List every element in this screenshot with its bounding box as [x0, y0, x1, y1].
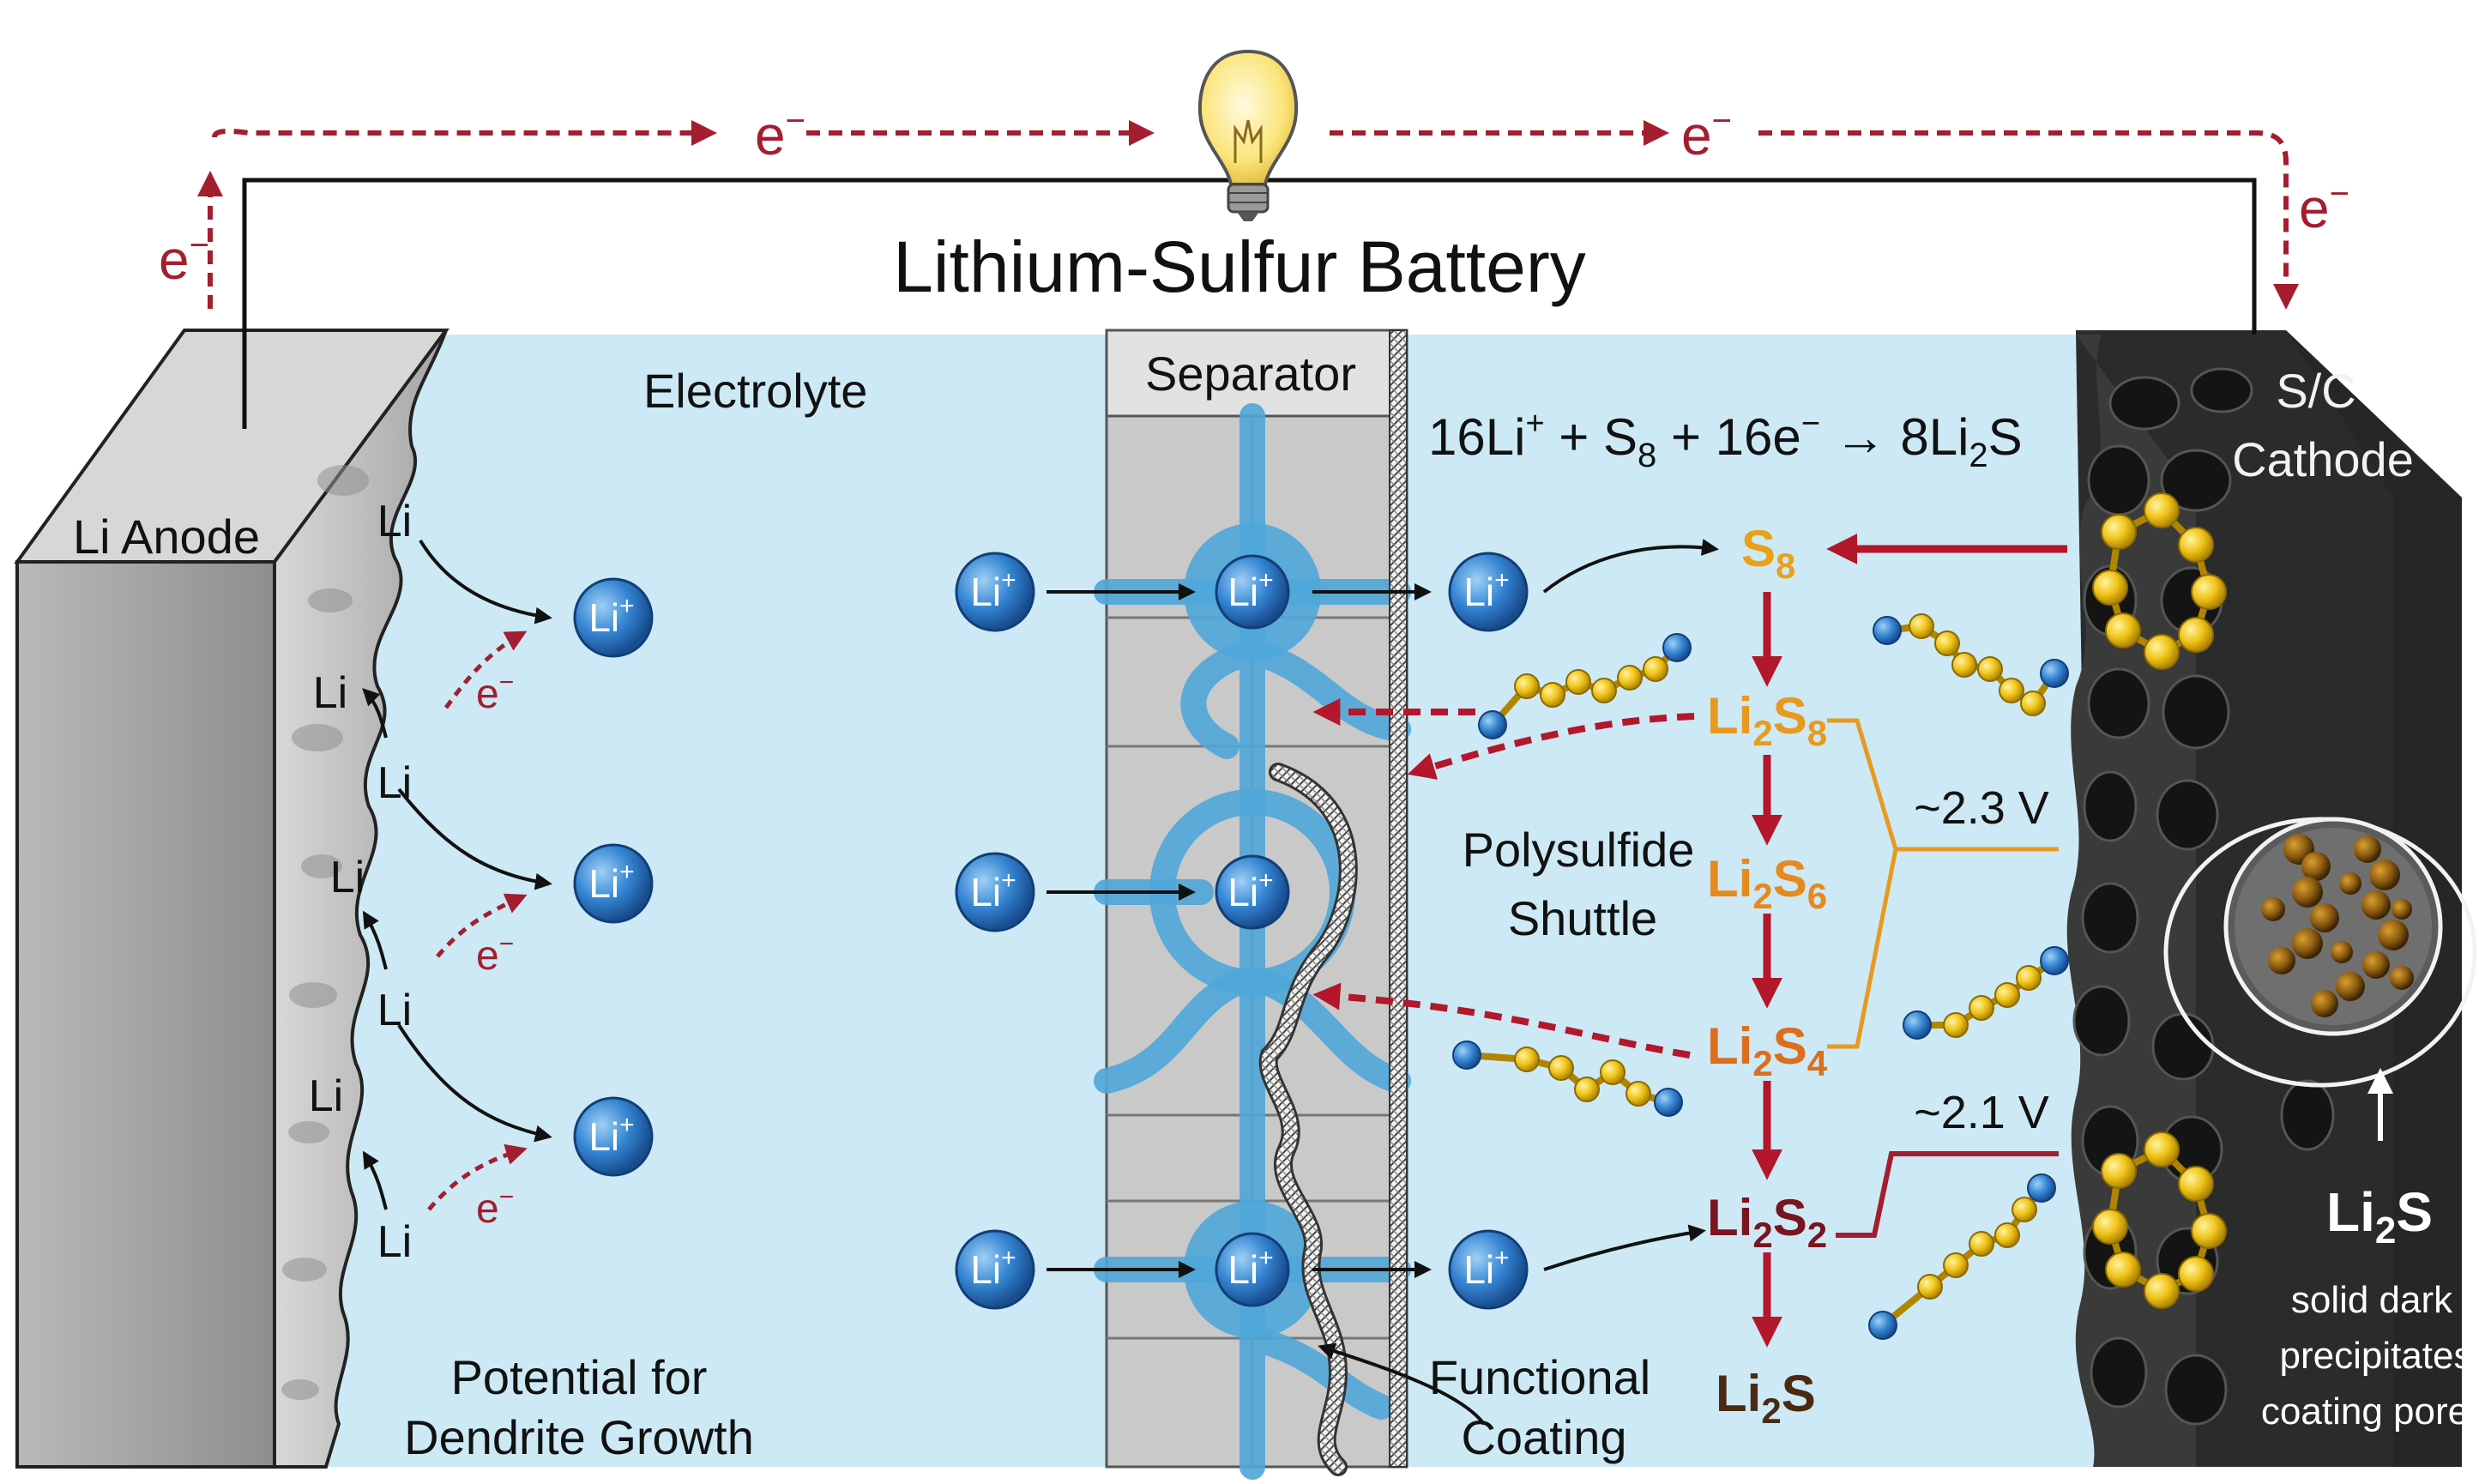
shuttle-label-line1: Polysulfide — [1463, 823, 1695, 877]
electron-label-right: e− — [2299, 175, 2349, 239]
light-bulb-icon — [1197, 49, 1299, 221]
polysulfide-chain-molecule — [1903, 946, 2069, 1040]
anode-li-atom: Li — [330, 853, 365, 902]
svg-text:Li+: Li+ — [970, 566, 1016, 614]
lithium-ion: Li+ — [1448, 1229, 1529, 1310]
anode-li-atom: Li — [313, 668, 347, 718]
lithium-ion: Li+ — [573, 577, 654, 658]
voltage-bracket-2-3v — [1827, 718, 2059, 1049]
sc-cathode — [2066, 330, 2477, 1467]
anode-electron-label-2: e− — [476, 930, 514, 979]
anode-li-atom: Li — [377, 497, 412, 546]
species-li2s8: Li2S8 — [1707, 687, 1827, 753]
polysulfide-shuttle-arrows — [1312, 698, 1695, 1059]
precipitate-label-line1: solid dark — [2291, 1279, 2453, 1321]
svg-text:Li+: Li+ — [588, 1111, 634, 1159]
diagram-title: Lithium-Sulfur Battery — [893, 226, 1586, 307]
electron-label-left: e− — [159, 226, 209, 291]
anode-oxidation — [362, 539, 552, 1211]
svg-text:Li+: Li+ — [588, 592, 634, 640]
lithium-ion: Li+ — [955, 852, 1035, 932]
species-li2s6: Li2S6 — [1707, 850, 1827, 916]
lithium-ion: Li+ — [573, 1096, 654, 1177]
coating-label-line2: Coating — [1461, 1410, 1626, 1464]
anode-electron-label-3: e− — [476, 1183, 514, 1232]
lithium-ion: Li+ — [1448, 552, 1529, 632]
s8-ring-molecule — [2092, 1131, 2227, 1309]
anode-li-atom: Li — [377, 1217, 412, 1267]
dendrite-label-line1: Potential for — [451, 1350, 708, 1404]
functional-coating-layer — [1389, 329, 1408, 1468]
anode-rough-surface — [273, 329, 448, 1469]
precipitate-label-line3: coating pores — [2261, 1390, 2479, 1433]
voltage-label-high: ~2.3 V — [1914, 782, 2049, 834]
lithium-ion: Li+ — [573, 843, 654, 924]
electrolyte-label: Electrolyte — [643, 364, 867, 418]
lithium-ions: Li+ Li+ Li+ Li+ Li+ Li+ Li+ Li+ Li+ Li+ Li+ — [573, 552, 1529, 1310]
svg-text:Li+: Li+ — [588, 858, 634, 906]
lithium-ion: Li+ — [1215, 1232, 1290, 1307]
li2s-precipitates — [2261, 834, 2414, 1017]
electron-label-top-right: e− — [1681, 102, 1732, 166]
species-li2s4: Li2S4 — [1707, 1017, 1828, 1083]
anode-li-atom: Li — [377, 986, 412, 1035]
anode-electron-label-1: e− — [476, 668, 514, 717]
reaction-equation: 16Li+ + S8 + 16e− → 8Li2S — [1428, 406, 2023, 474]
lithium-ion: Li+ — [955, 552, 1035, 632]
s8-ring-molecule — [2092, 492, 2227, 670]
species-li2s: Li2S — [1716, 1365, 1816, 1431]
shuttle-label-line2: Shuttle — [1508, 891, 1657, 945]
lithium-ion: Li+ — [955, 1229, 1035, 1310]
anode-label: Li Anode — [73, 510, 260, 564]
voltage-label-low: ~2.1 V — [1914, 1087, 2049, 1138]
li2s-callout-label: Li2S — [2326, 1181, 2433, 1252]
electron-flow-arrows — [197, 120, 2299, 310]
svg-text:Li+: Li+ — [1227, 566, 1273, 614]
svg-text:Li+: Li+ — [970, 1244, 1016, 1292]
anode-li-atom: Li — [309, 1071, 343, 1121]
coating-label-line1: Functional — [1429, 1350, 1650, 1404]
voltage-bracket-2-1v — [1836, 1151, 2059, 1238]
polysulfide-chain-molecule — [1478, 633, 1692, 739]
dendrite-label-line2: Dendrite Growth — [404, 1410, 754, 1464]
species-s8: S8 — [1741, 520, 1795, 586]
lithium-ion: Li+ — [1215, 554, 1290, 630]
cathode-label-line1: S/C — [2276, 364, 2355, 418]
ion-transport-arrows — [1046, 539, 1719, 1426]
polysulfide-chain-molecule — [1873, 613, 2069, 716]
svg-text:Li+: Li+ — [970, 866, 1016, 914]
svg-text:Li+: Li+ — [1227, 1244, 1273, 1292]
svg-text:Li+: Li+ — [1463, 566, 1509, 614]
polysulfide-molecules — [1452, 492, 2227, 1340]
species-li2s2: Li2S2 — [1707, 1189, 1827, 1255]
anode-li-atom: Li — [377, 758, 412, 808]
polysulfide-chain-molecule — [1452, 1041, 1683, 1117]
precipitate-label-line2: precipitates — [2279, 1335, 2472, 1377]
cathode-label-line2: Cathode — [2232, 432, 2414, 486]
polysulfide-chain-molecule — [1868, 1173, 2056, 1340]
separator-label: Separator — [1145, 347, 1356, 401]
lithium-ion: Li+ — [1215, 854, 1290, 930]
li-anode — [14, 329, 449, 1469]
svg-text:Li+: Li+ — [1227, 866, 1273, 914]
electron-label-top-left: e− — [755, 102, 805, 166]
svg-text:Li+: Li+ — [1463, 1244, 1509, 1292]
